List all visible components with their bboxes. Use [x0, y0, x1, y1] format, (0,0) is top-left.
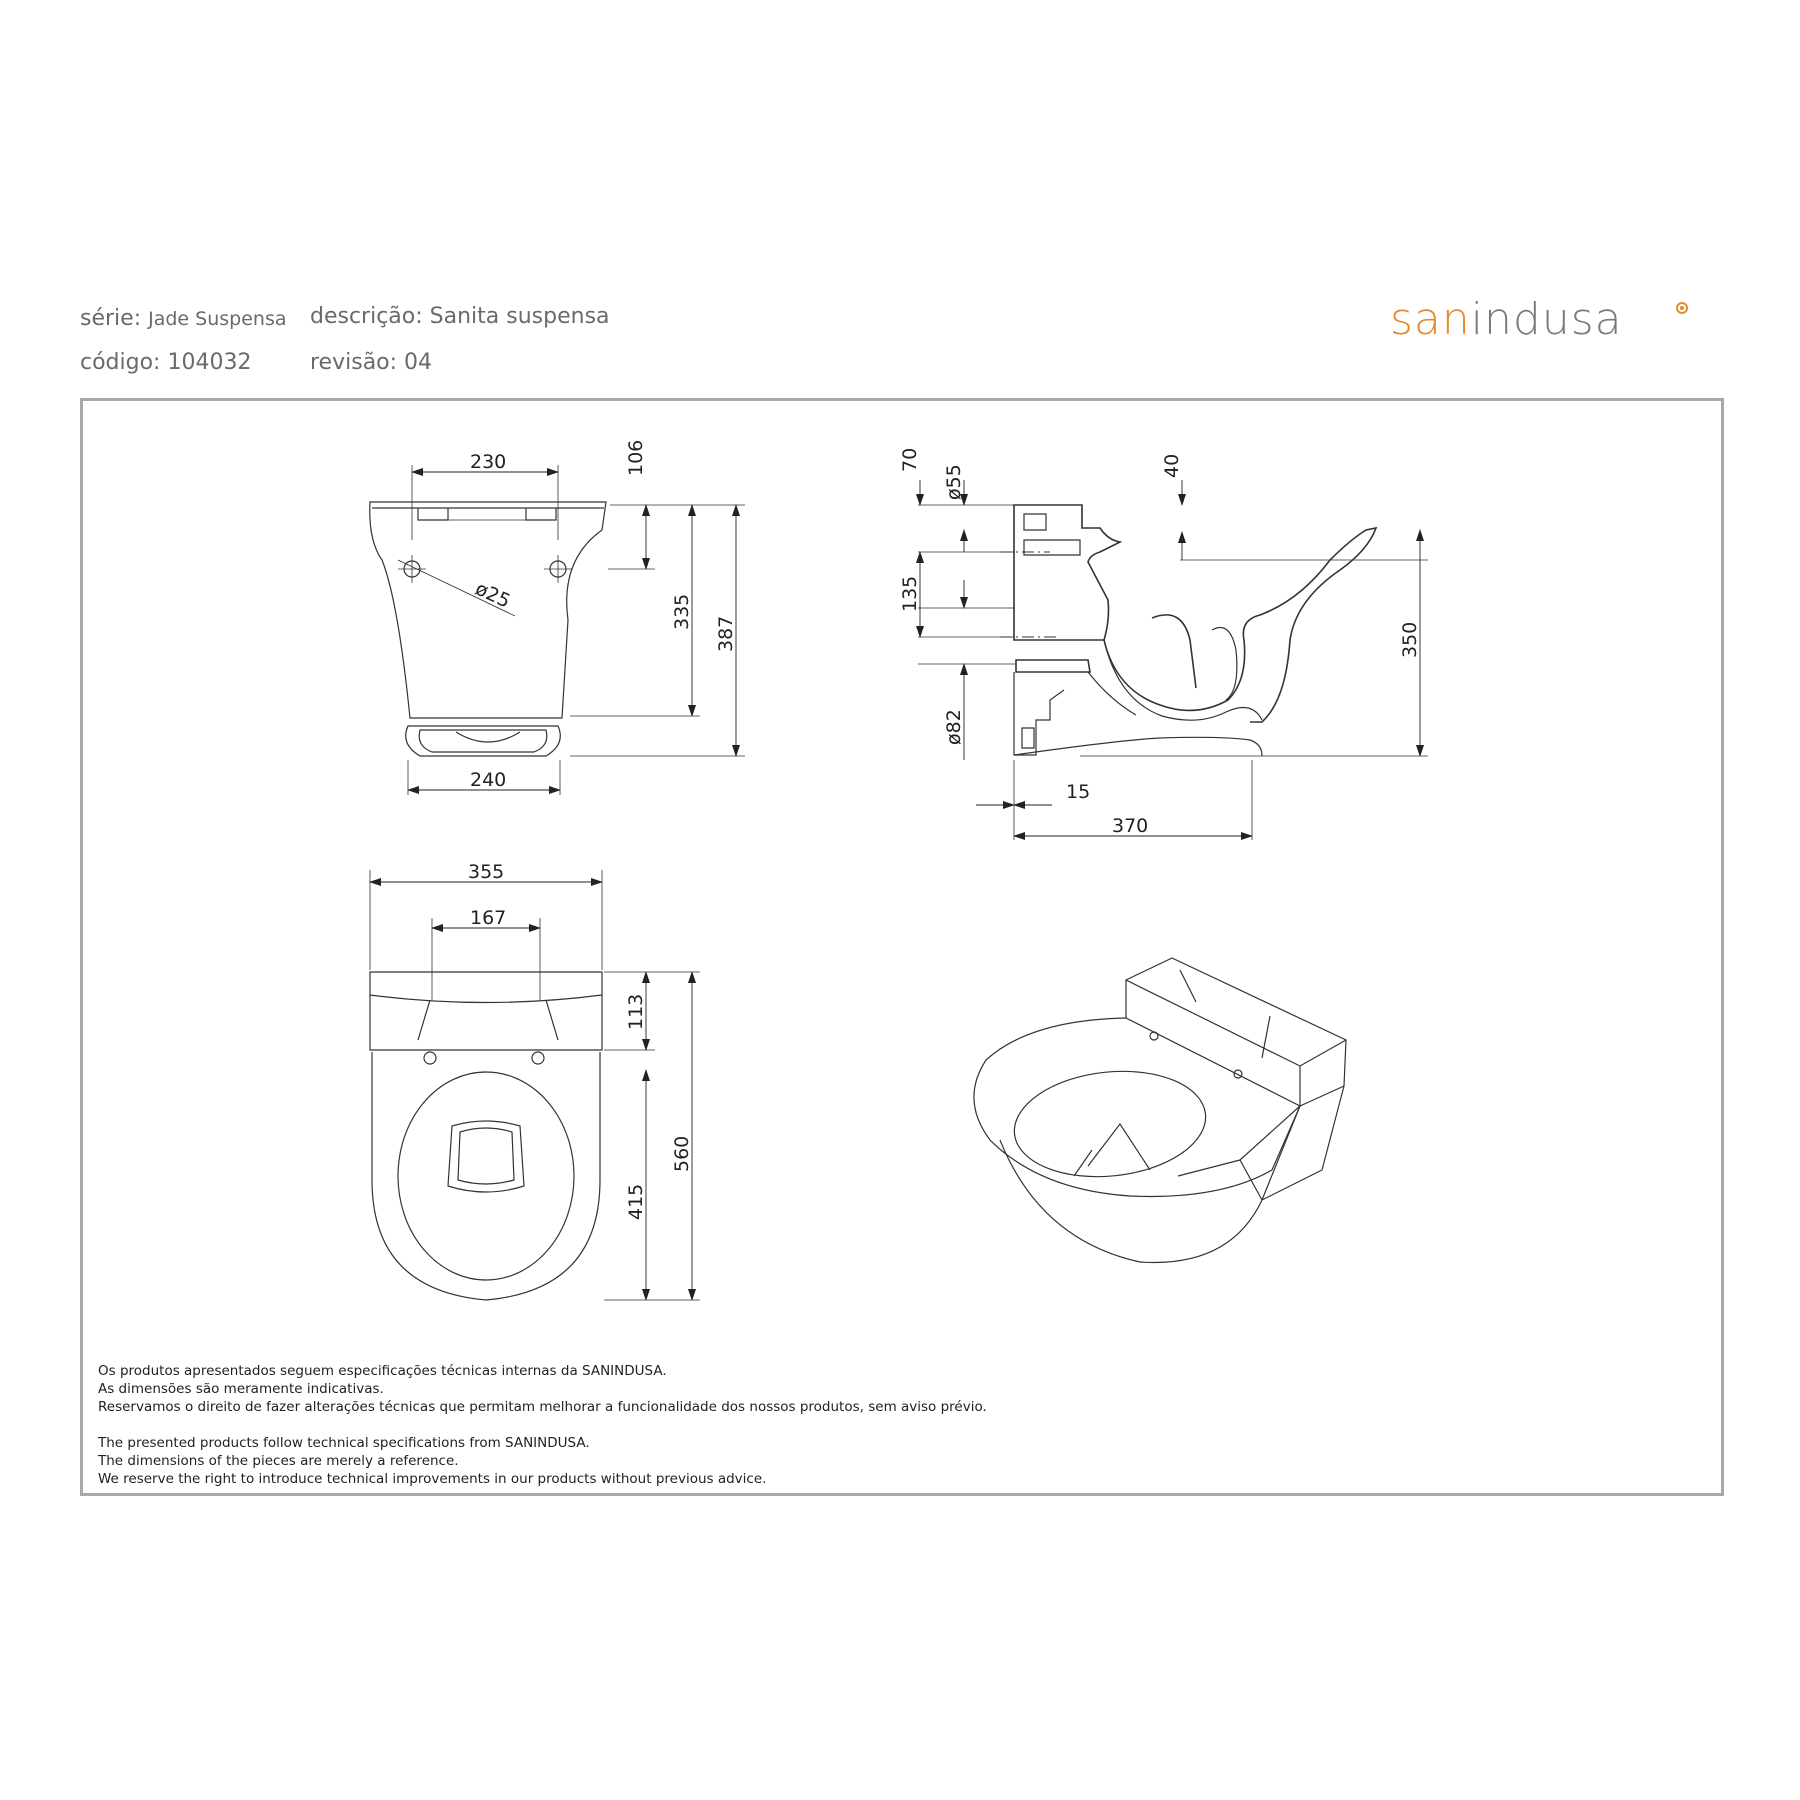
dim-560: 560 — [671, 1136, 693, 1172]
codigo-label: código: — [80, 350, 161, 375]
descricao-label: descrição: — [310, 304, 423, 329]
serie-value: Jade Suspensa — [148, 308, 287, 330]
serie-field: série: Jade Suspensa — [80, 306, 286, 331]
dim-diameter-25: ø25 — [472, 578, 514, 613]
revisao-field: revisão: 04 — [310, 350, 432, 375]
codigo-value: 104032 — [167, 350, 252, 375]
notes-en: The presented products follow technical … — [98, 1434, 766, 1488]
note-en-1: The presented products follow technical … — [98, 1435, 590, 1451]
dim-40: 40 — [1161, 454, 1183, 478]
logo-part-indusa: indusa — [1470, 294, 1623, 345]
iso-hole-left-icon — [1149, 1031, 1159, 1041]
dim-diameter-55: ø55 — [943, 464, 965, 500]
top-hole-right-icon — [531, 1051, 545, 1065]
drawing-frame — [80, 398, 1724, 1496]
dim-230: 230 — [470, 451, 506, 473]
side-section-view — [918, 504, 1428, 840]
descricao-field: descrição: Sanita suspensa — [310, 304, 610, 329]
top-hole-left-icon — [423, 1051, 437, 1065]
dim-240: 240 — [470, 769, 506, 791]
revisao-value: 04 — [404, 350, 433, 375]
dim-135: 135 — [899, 576, 921, 612]
descricao-value: Sanita suspensa — [429, 304, 610, 329]
note-pt-1: Os produtos apresentados seguem especifi… — [98, 1363, 667, 1379]
serie-label: série: — [80, 306, 142, 331]
isometric-view — [973, 957, 1347, 1264]
top-view — [369, 870, 700, 1301]
logo-part-san: san — [1390, 294, 1471, 345]
iso-hole-right-icon — [1233, 1069, 1243, 1079]
codigo-field: código: 104032 — [80, 350, 251, 375]
dim-70: 70 — [899, 448, 921, 472]
sanindusa-logo: sanindusa — [1390, 294, 1688, 345]
note-pt-2: As dimensões são meramente indicativas. — [98, 1381, 384, 1397]
dim-113: 113 — [625, 994, 647, 1030]
note-pt-3: Reservamos o direito de fazer alterações… — [98, 1399, 987, 1415]
note-en-2: The dimensions of the pieces are merely … — [98, 1453, 459, 1469]
dim-370: 370 — [1112, 815, 1148, 837]
registered-mark-icon — [1676, 302, 1688, 314]
dim-diameter-82: ø82 — [943, 709, 965, 745]
dim-106: 106 — [625, 440, 647, 476]
dim-335: 335 — [671, 594, 693, 630]
dim-415: 415 — [625, 1184, 647, 1220]
dim-350: 350 — [1399, 622, 1421, 658]
notes-pt: Os produtos apresentados seguem especifi… — [98, 1362, 987, 1416]
revisao-label: revisão: — [310, 350, 398, 375]
dim-355: 355 — [468, 861, 504, 883]
dim-387: 387 — [715, 616, 737, 652]
dim-167: 167 — [470, 907, 506, 929]
note-en-3: We reserve the right to introduce techni… — [98, 1471, 767, 1487]
dim-15: 15 — [1066, 781, 1090, 803]
front-view — [369, 465, 745, 795]
